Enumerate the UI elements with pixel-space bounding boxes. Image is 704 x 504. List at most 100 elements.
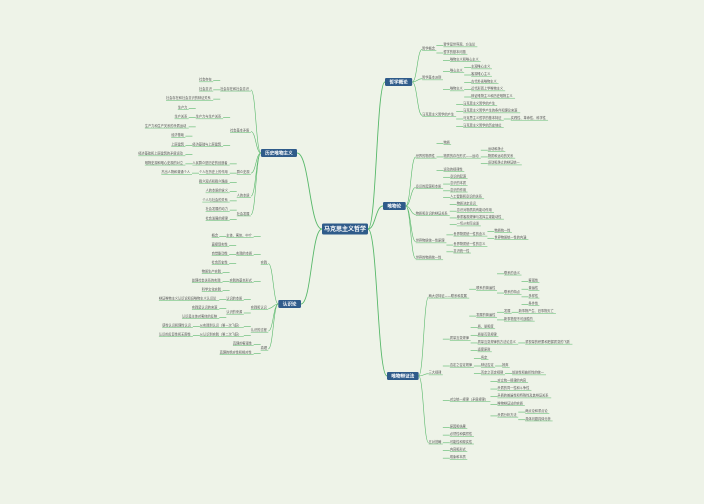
mind-map-node[interactable]: 质、量和度 — [478, 324, 495, 329]
mind-map-node[interactable]: 世界物质统一性的内涵 — [494, 234, 526, 239]
mind-map-node[interactable]: 个人在历史上的作用 — [199, 169, 228, 174]
mind-map-node[interactable]: 联系的普遍性 — [476, 285, 496, 290]
mind-map-node[interactable]: 物质 — [444, 139, 451, 144]
mind-map-node[interactable]: 联系的含义 — [504, 270, 521, 275]
mind-map-node[interactable]: 发展的普遍性 — [476, 312, 496, 317]
mind-map-node[interactable]: 实践的基本形式 — [230, 278, 253, 283]
mind-map-node[interactable]: 认识是主体对客体的反映 — [182, 314, 218, 319]
mind-map-node[interactable]: 运动和静止的辩证统一 — [488, 160, 521, 165]
mind-map-node[interactable]: 唯物史观和唯心史观的对立 — [145, 160, 184, 165]
mind-map-node[interactable]: 肯定 — [481, 354, 488, 359]
mind-map-node[interactable]: 实践的本质 — [236, 251, 253, 256]
mind-map-node[interactable]: 哲学是世界观、方法论 — [443, 42, 476, 47]
mind-map-node[interactable]: 原因和结果 — [450, 423, 467, 428]
mind-map-node[interactable]: 主观唯心主义 — [471, 64, 491, 69]
mind-map-node[interactable]: 社会存在和社会意识 — [220, 86, 249, 91]
mind-map-node[interactable]: 感性认识和理性认识 — [162, 323, 191, 328]
mind-map-node[interactable]: 辩证否定 — [481, 362, 495, 367]
mind-map-node[interactable]: 生产力与生产关系 — [196, 114, 222, 119]
mind-map-node[interactable]: 实践是认识的来源 — [192, 305, 218, 310]
mind-map-node[interactable]: 适度原则 — [478, 347, 491, 352]
mind-map-node[interactable]: 哲学基本派别 — [422, 75, 441, 80]
mind-map-node[interactable]: 矛盾分析方法 — [497, 412, 516, 417]
mind-map-node[interactable]: 必然性和偶然性 — [450, 431, 473, 436]
branch-node[interactable] — [260, 149, 297, 157]
mind-map-node[interactable]: 主体、客体、中介 — [226, 233, 252, 238]
mind-map-node[interactable]: 唯物主义 — [450, 86, 464, 91]
mind-map-node[interactable]: 生产关系 — [175, 114, 188, 119]
mind-map-node[interactable]: 群众史观 — [237, 169, 251, 174]
mind-map-node[interactable]: 物质生产实践 — [202, 269, 222, 274]
mind-map-node[interactable]: 马克思主义哲学的产生 — [422, 111, 455, 116]
mind-map-node[interactable]: 杰出人物和普通个人 — [161, 169, 190, 174]
mind-map-node[interactable]: 马克思主义哲学的基本特征 — [463, 115, 502, 120]
mind-map-node[interactable]: 社会意识 — [199, 86, 212, 91]
mind-map-node[interactable]: 物质和意识的辩证关系 — [416, 211, 448, 216]
mind-map-node[interactable]: 新事物产生、旧事物灭亡 — [519, 308, 555, 313]
mind-map-node[interactable]: 对立统一规律（矛盾规律） — [450, 397, 488, 402]
mind-map-node[interactable]: 条件性 — [529, 301, 539, 306]
mind-map-node[interactable]: 世界物质统一性原理 — [416, 238, 445, 243]
mind-map-node[interactable]: 社会存在 — [199, 77, 212, 82]
mind-map-node[interactable]: 实践和认识 — [251, 305, 267, 310]
mind-map-node[interactable]: 五对范畴 — [429, 439, 443, 444]
mind-map-node[interactable]: 上层建筑 — [171, 141, 185, 146]
mind-map-node[interactable]: 否定之否定规律 — [481, 370, 504, 375]
mind-map-node[interactable]: 否定之否定规律 — [450, 362, 473, 367]
mind-map-node[interactable]: 意识对物质具有能动作用 — [457, 207, 492, 212]
mind-map-node[interactable]: 实践性、革命性、科学性 — [511, 115, 547, 120]
mind-map-node[interactable]: 唯物辩证法的实质 — [497, 400, 523, 405]
mind-map-node[interactable]: 发展 — [504, 308, 511, 313]
mind-map-node[interactable]: 从认识到实践（第二次飞跃） — [200, 332, 241, 337]
mind-map-node[interactable]: 科学文化实践 — [202, 287, 222, 292]
mind-map-node[interactable]: 运动和静止 — [488, 146, 505, 151]
mind-map-node[interactable]: 社会基本矛盾 — [230, 128, 250, 133]
mind-map-node[interactable]: 马克思主义哲学产生的条件和理论来源 — [463, 108, 518, 113]
mind-map-node[interactable]: 马克思主义哲学的产生 — [463, 100, 496, 105]
mind-map-node[interactable]: 社会存在和社会意识的辩证关系 — [166, 95, 211, 100]
mind-map-node[interactable]: 实践 — [261, 260, 268, 265]
mind-map-node[interactable]: 物质决定意识 — [457, 200, 476, 205]
mind-map-node[interactable]: 新事物是不可战胜的 — [504, 316, 533, 321]
branch-node[interactable] — [387, 372, 419, 380]
mind-map-node[interactable]: 古代朴素唯物主义 — [471, 78, 497, 83]
mind-map-node[interactable]: 可能性和现实性 — [450, 439, 473, 444]
mind-map-node[interactable]: 唯物主义和唯心主义 — [450, 56, 479, 61]
mind-map-node[interactable]: 尊重客观规律与发挥主观能动性 — [457, 214, 502, 219]
mind-map-node[interactable]: 真理的客观性 — [233, 341, 253, 346]
mind-map-node[interactable]: 意识的本质 — [450, 180, 467, 185]
mind-map-node[interactable]: 哲学的基本问题 — [443, 49, 466, 54]
mind-map-node[interactable]: 认识的过程 — [251, 327, 268, 332]
mind-map-node[interactable]: 真理 — [261, 345, 268, 350]
branch-node[interactable] — [385, 78, 413, 86]
mind-map-node[interactable]: 内容和形式 — [450, 446, 467, 451]
mind-map-node[interactable]: 意识的起源 — [450, 173, 467, 178]
mind-map-node[interactable]: 认识的本质 — [226, 296, 243, 301]
mind-map-node[interactable]: 直接现实性 — [212, 242, 229, 247]
mind-map-node[interactable]: 矛盾的普遍性和特殊性及其辩证关系 — [497, 393, 548, 398]
mind-map-node[interactable]: 认识的反复性和无限性 — [159, 332, 192, 337]
mind-map-node[interactable]: 意识统一性 — [453, 248, 470, 253]
mind-map-node[interactable]: 唯心主义 — [450, 67, 464, 72]
mind-map-node[interactable]: 人工智能和意识的关系 — [450, 194, 482, 199]
branch-node[interactable] — [383, 202, 406, 210]
mind-map-node[interactable]: 人民群众是历史的创造者 — [192, 160, 228, 165]
mind-map-node[interactable]: 社会发展的规律 — [206, 215, 229, 220]
mind-map-node[interactable]: 近代形而上学唯物主义 — [471, 86, 504, 91]
mind-map-node[interactable]: 群众观点和群众路线 — [199, 178, 228, 183]
mind-map-node[interactable]: 客观唯心主义 — [471, 71, 491, 76]
mind-map-node[interactable]: 社会发展的动力 — [206, 206, 228, 211]
mind-map-node[interactable]: 个人与社会的关系 — [202, 197, 228, 202]
mind-map-node[interactable]: 意识的作用 — [450, 187, 466, 192]
mind-map-node[interactable]: 三大规律 — [429, 370, 443, 375]
mind-map-node[interactable]: 质量互变规律 — [450, 335, 470, 340]
mind-map-node[interactable]: 意识的起源和本质 — [416, 183, 442, 188]
mind-map-node[interactable]: 辩证唯物主义和历史唯物主义 — [471, 93, 513, 98]
mind-map-node[interactable]: 人的本质的含义 — [206, 188, 229, 193]
mind-map-node[interactable]: 生产力和生产关系的矛盾运动 — [145, 123, 186, 128]
mind-map-node[interactable]: 现象和本质 — [450, 454, 467, 459]
mind-map-node[interactable]: 前进性和曲折性的统一 — [512, 370, 545, 375]
mind-map-node[interactable]: 经济基础与上层建筑 — [192, 141, 221, 146]
branch-node[interactable] — [278, 300, 301, 308]
mind-map-node[interactable]: 质量互变规律 — [478, 331, 498, 336]
